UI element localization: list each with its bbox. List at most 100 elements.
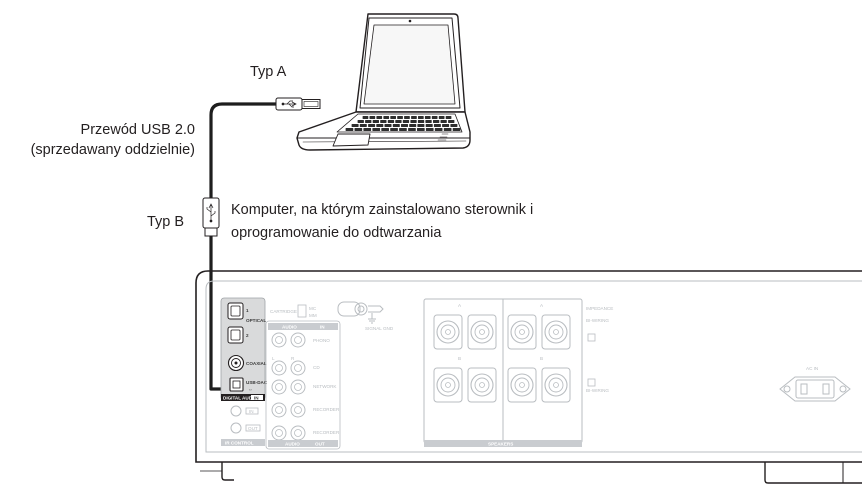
speaker-terminal (467, 314, 497, 350)
rca-jack-inner (294, 383, 302, 391)
keyboard-key (411, 116, 417, 119)
mm-label: MM (309, 313, 317, 318)
rca-jack (290, 332, 306, 348)
keyboard-key (401, 124, 408, 127)
keyboard-key (408, 128, 416, 131)
speaker-post-outer (510, 320, 534, 344)
speaker-post-inner (514, 377, 530, 393)
usb-a-plug-icon (275, 97, 321, 111)
rca-jack-inner (275, 429, 283, 437)
speaker-post-outer (510, 373, 534, 397)
rca-jack (290, 402, 306, 418)
keyboard-key (452, 128, 461, 131)
speaker-post-outer (470, 373, 494, 397)
keyboard-key (431, 116, 438, 119)
computer-label-line1: Komputer, na którym zainstalowano sterow… (231, 202, 534, 218)
speakers-label: SPEAKERS (488, 442, 513, 447)
speaker-post-hole (445, 382, 451, 388)
speaker-terminal (541, 314, 571, 350)
audio-out-label: OUT (315, 442, 325, 447)
usb-symbol: ⇔ (248, 387, 253, 392)
keyboard-key (442, 124, 450, 127)
ir-in-label: IN (249, 409, 254, 414)
rca-jack-inner (275, 364, 283, 372)
speaker-post-inner (474, 324, 490, 340)
rca-jack-inner (294, 429, 302, 437)
laptop-icon (296, 13, 471, 151)
rear-panel-icon: 1 OPTICAL 2 COAXIAL USB-DAC ⇔ DIGITAL AU… (195, 270, 862, 484)
mc-label: MC (309, 306, 317, 311)
speaker-terminal (541, 367, 571, 403)
speaker-b-left-label: B (458, 356, 461, 361)
keyboard-key (418, 116, 424, 119)
left-label: L (272, 356, 275, 361)
keyboard-key (384, 124, 392, 127)
speaker-terminal (467, 367, 497, 403)
keyboard-key (395, 120, 402, 123)
keyboard-key (372, 128, 381, 131)
rca-jack (271, 379, 287, 395)
digital-audio-in-label: IN (254, 396, 259, 401)
speaker-post-inner (474, 377, 490, 393)
speaker-post-inner (440, 324, 456, 340)
ir-control-label: IR CONTROL (225, 441, 254, 446)
keyboard-key (445, 116, 452, 119)
keyboard-key (359, 124, 367, 127)
coaxial-jack-icon (227, 354, 245, 372)
keyboard-key (425, 120, 432, 123)
keyboard-key (448, 120, 455, 123)
bi-wiring-label-2: BI-WIRING (586, 388, 609, 393)
speaker-post-outer (544, 320, 568, 344)
speaker-post-hole (445, 329, 451, 335)
keyboard-key (368, 124, 376, 127)
speaker-post-inner (548, 324, 564, 340)
keyboard-key (425, 128, 434, 131)
right-label: R (291, 356, 295, 361)
keyboard-key (399, 128, 407, 131)
cable-label-line2: (sprzedawany oddzielnie) (30, 142, 195, 158)
keyboard-key (410, 120, 417, 123)
keyboard-key (363, 128, 372, 131)
network-label: NETWORK (313, 384, 337, 389)
keyboard-key (357, 120, 364, 123)
power-inlet-icon (779, 376, 851, 402)
keyboard-key (383, 116, 390, 119)
keyboard-key (438, 116, 445, 119)
keyboard-key (376, 124, 384, 127)
speaker-b-right-label: B (540, 356, 543, 361)
rca-jack (271, 402, 287, 418)
rca-jack-inner (294, 336, 302, 344)
keyboard-key (362, 116, 369, 119)
keyboard-keys (345, 116, 461, 131)
speaker-post-hole (479, 329, 485, 335)
speaker-a-right-label: A (540, 303, 544, 308)
speaker-post-outer (544, 373, 568, 397)
optical-label: OPTICAL (246, 318, 266, 323)
speaker-post-hole (553, 329, 559, 335)
keyboard-key (397, 116, 403, 119)
rca-jack (290, 379, 306, 395)
keyboard-key (392, 124, 400, 127)
rca-jack-inner (275, 406, 283, 414)
audio-in-label: IN (320, 325, 325, 330)
phono-label: PHONO (313, 338, 330, 343)
audio-label: AUDIO (282, 325, 297, 330)
impedance-label: IMPEDANCE (586, 306, 613, 311)
keyboard-key (425, 124, 433, 127)
signal-gnd-terminal-icon (337, 301, 384, 324)
speaker-post-inner (440, 377, 456, 393)
audio-out-label-group: AUDIO (285, 442, 300, 447)
cable-label-line1: Przewód USB 2.0 (80, 122, 195, 138)
keyboard-key (434, 128, 443, 131)
rca-jack-icon (271, 332, 306, 441)
keyboard-key (390, 128, 398, 131)
cd-label: CD (313, 365, 320, 370)
keyboard-key (376, 116, 383, 119)
rca-jack (271, 425, 287, 441)
rca-jack-inner (294, 406, 302, 414)
keyboard-key (351, 124, 359, 127)
rca-jack (290, 425, 306, 441)
opt2-label: 2 (246, 333, 249, 338)
keyboard-key (404, 116, 410, 119)
